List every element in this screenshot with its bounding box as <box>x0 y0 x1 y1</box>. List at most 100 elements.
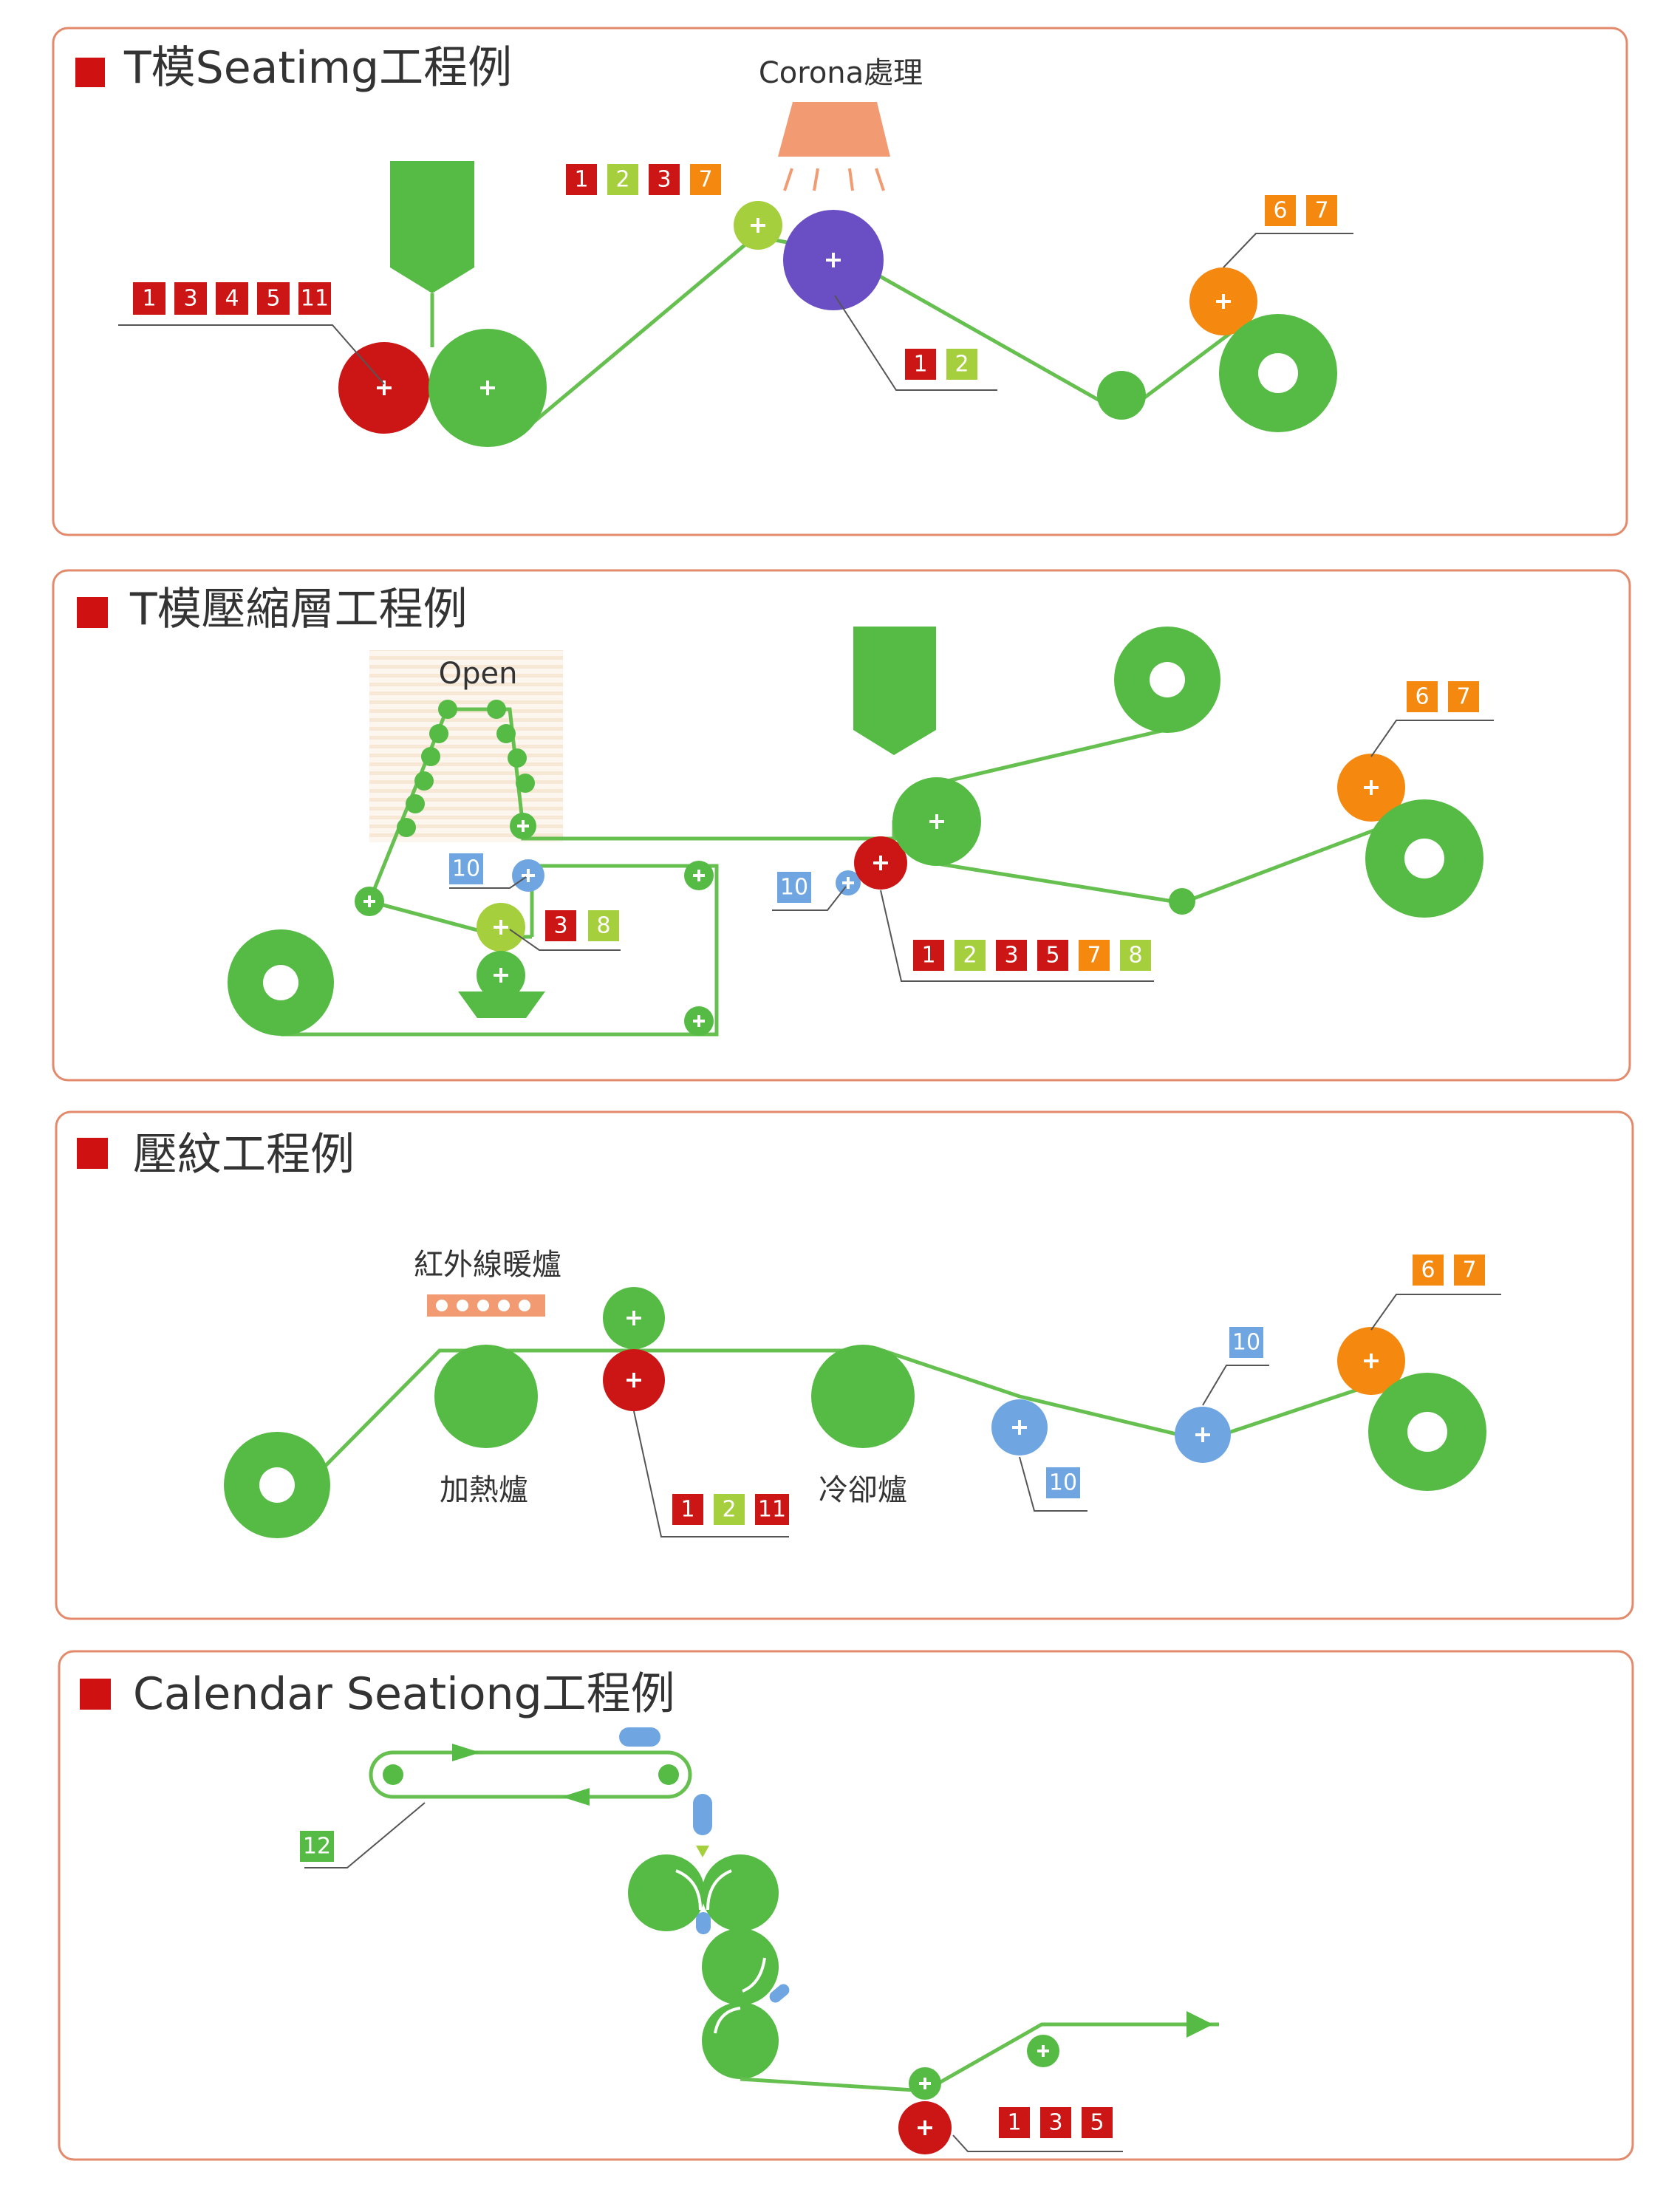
title-marker <box>77 1138 108 1169</box>
svg-text:3: 3 <box>1004 943 1018 969</box>
ir-heater-caption: 紅外線暖爐 <box>414 1248 561 1282</box>
badge <box>999 2107 1030 2138</box>
svg-text:7: 7 <box>698 167 712 193</box>
svg-text:10: 10 <box>1232 1330 1260 1356</box>
badge-group: 10 <box>777 872 811 903</box>
leader-lines <box>449 720 1494 982</box>
badge <box>996 940 1027 971</box>
corona-discharge-icon <box>783 168 885 191</box>
svg-text:2: 2 <box>615 167 629 193</box>
svg-text:11: 11 <box>301 286 329 312</box>
title-marker <box>77 597 108 628</box>
svg-text:7: 7 <box>1087 943 1101 969</box>
badge <box>1306 195 1337 226</box>
svg-text:6: 6 <box>1421 1257 1435 1283</box>
svg-text:4: 4 <box>225 286 239 312</box>
arrow-right-icon <box>1186 2011 1213 2038</box>
heating-roll <box>434 1345 538 1448</box>
badge <box>714 1494 745 1525</box>
conveyor-belt <box>369 1750 692 1799</box>
badge-group: 1 2 3 7 <box>566 164 721 195</box>
title-marker <box>75 58 105 87</box>
badge <box>1229 1327 1263 1358</box>
title-marker <box>80 1679 111 1710</box>
unwind-core <box>259 1467 295 1503</box>
svg-text:1: 1 <box>574 167 588 193</box>
badge <box>1454 1255 1485 1286</box>
conveyor-pulley <box>383 1764 403 1785</box>
badge <box>1265 195 1296 226</box>
calendar-roll <box>702 1854 779 1931</box>
section-title: T模壓縮層工程例 <box>129 584 468 635</box>
corona-caption: Corona處理 <box>759 56 923 90</box>
badge <box>905 349 936 380</box>
substrate-core <box>1150 662 1185 697</box>
t-die-icon <box>853 627 936 755</box>
svg-text:7: 7 <box>1314 198 1328 224</box>
badge-group: 10 <box>1046 1467 1080 1498</box>
badge <box>755 1494 789 1525</box>
badge <box>1120 940 1151 971</box>
badge-group: 1 2 <box>905 349 977 380</box>
badge <box>566 164 597 195</box>
badge-group: 6 7 <box>1413 1255 1485 1286</box>
badge <box>174 282 207 315</box>
leader-lines <box>118 233 1353 391</box>
svg-text:3: 3 <box>183 286 197 312</box>
calendar-roll <box>702 2002 779 2079</box>
svg-text:3: 3 <box>1048 2110 1062 2136</box>
badge <box>133 282 165 315</box>
open-zone-rollers <box>397 700 535 837</box>
cooling-roll <box>811 1345 915 1448</box>
badge-group: 1 2 3 5 7 8 <box>913 940 1151 971</box>
section-frame <box>52 27 1628 536</box>
svg-text:1: 1 <box>680 1497 694 1523</box>
badge-group: 6 7 <box>1265 195 1337 226</box>
section-t-die-lamination: T模壓縮層工程例 Open <box>52 569 1631 1082</box>
badge-group: 6 7 <box>1407 681 1479 712</box>
unwind-core <box>263 965 298 1000</box>
conveyor-pulley <box>658 1764 679 1785</box>
badge <box>946 349 977 380</box>
badge-group: 12 <box>300 1831 334 1862</box>
open-caption: Open <box>439 657 518 691</box>
badge <box>777 872 811 903</box>
badge <box>449 853 483 884</box>
badge <box>690 164 721 195</box>
material-pellet-icon <box>696 1912 711 1934</box>
badge-group: 10 <box>1229 1327 1263 1358</box>
leader-lines <box>633 1294 1501 1537</box>
badge <box>1448 681 1479 712</box>
section-embossing: 壓紋工程例 紅外線暖爐 加熱爐 冷卻爐 <box>55 1110 1634 1620</box>
winder-core <box>1407 1412 1447 1452</box>
svg-text:1: 1 <box>1007 2110 1021 2136</box>
badge-group: 1 2 11 <box>672 1494 789 1525</box>
svg-text:10: 10 <box>780 875 808 901</box>
svg-text:12: 12 <box>303 1834 331 1860</box>
badge-group: 10 <box>449 853 483 884</box>
svg-text:1: 1 <box>921 943 935 969</box>
arrow-right-icon <box>452 1744 480 1761</box>
t-die-icon <box>390 161 474 293</box>
badge <box>300 1831 334 1862</box>
badge <box>672 1494 703 1525</box>
section-title: T模Seatimg工程例 <box>123 42 512 94</box>
badge <box>1040 2107 1071 2138</box>
svg-text:11: 11 <box>758 1497 786 1523</box>
svg-text:6: 6 <box>1415 684 1429 710</box>
idler-roll <box>1097 371 1146 420</box>
svg-text:1: 1 <box>913 352 927 378</box>
badge <box>298 282 331 315</box>
coating-pan-icon <box>458 992 545 1018</box>
badge <box>1407 681 1438 712</box>
winder-core <box>1404 839 1444 878</box>
leader-lines <box>304 1802 1123 2152</box>
badge <box>1079 940 1110 971</box>
ir-heater-lamps <box>436 1300 530 1311</box>
rotation-arrows <box>675 1869 766 2034</box>
badge <box>1037 940 1068 971</box>
svg-text:7: 7 <box>1456 684 1470 710</box>
open-zone <box>369 650 563 842</box>
svg-text:10: 10 <box>452 856 480 882</box>
